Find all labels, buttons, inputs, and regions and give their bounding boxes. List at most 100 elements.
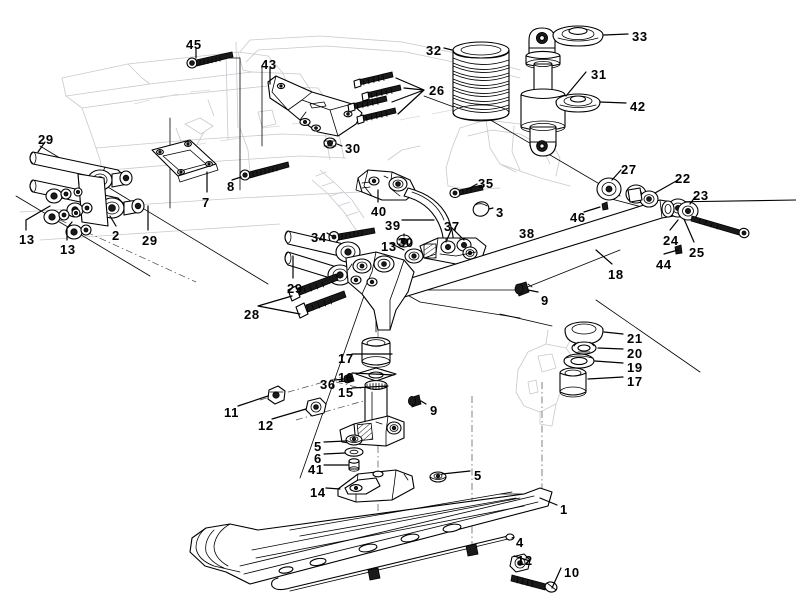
part-12-nut-b — [509, 553, 531, 573]
callout-15: 15 — [338, 385, 354, 400]
callout-9-a: 9 — [541, 293, 549, 308]
part-4-ski-runner-wear-bar — [271, 533, 515, 592]
part-7-frame-plate — [151, 139, 219, 183]
callout-13-c: 13 — [60, 242, 76, 257]
callout-36: 36 — [320, 377, 336, 392]
callout-12-a: 12 — [258, 418, 274, 433]
callout-35: 35 — [478, 176, 494, 191]
callout-9-b: 9 — [430, 403, 438, 418]
callout-17-c: 17 — [627, 374, 643, 389]
callout-10: 10 — [564, 565, 580, 580]
part-44-washer — [674, 244, 683, 255]
part-14-ski-saddle — [337, 469, 415, 503]
callout-39: 39 — [385, 218, 401, 233]
callout-5-a: 5 — [314, 439, 322, 454]
callout-32: 32 — [426, 43, 442, 58]
callout-4: 4 — [516, 535, 524, 550]
callout-28: 28 — [244, 307, 260, 322]
callout-30-b: 30 — [398, 235, 414, 250]
part-17-spindle-bushing-upper — [361, 337, 391, 368]
part-12-nut-a — [305, 397, 327, 417]
part-31-shock-absorber — [520, 27, 566, 157]
callout-12-b: 12 — [517, 553, 533, 568]
callout-44: 44 — [656, 257, 672, 272]
callout-30-a: 30 — [345, 141, 361, 156]
part-40-steering-arm — [355, 169, 417, 201]
callout-13-b: 13 — [19, 232, 35, 247]
part-9-grease-fitting-b — [407, 394, 422, 408]
callout-8: 8 — [227, 179, 235, 194]
callout-17-b: 17 — [338, 351, 354, 366]
part-18-38-radius-rod — [381, 198, 797, 303]
part-9-grease-fitting-a — [514, 281, 533, 297]
callout-31: 31 — [591, 67, 607, 82]
part-10-ski-bolt — [510, 574, 558, 593]
part-11-nut — [267, 385, 286, 405]
callout-37: 37 — [444, 219, 460, 234]
callout-14: 14 — [310, 485, 326, 500]
callout-34: 34 — [311, 230, 327, 245]
part-21-spindle-cap — [564, 321, 604, 345]
part-46-washer — [601, 201, 609, 211]
callout-45: 45 — [186, 37, 202, 52]
callout-24: 24 — [663, 233, 679, 248]
part-17-spindle-bushing-right — [559, 367, 587, 398]
part-1-ski — [189, 487, 553, 585]
callout-2: 2 — [112, 228, 120, 243]
part-26-screw-set — [347, 71, 425, 125]
leader-lines — [25, 33, 696, 589]
part-35-screw — [449, 184, 484, 199]
part-34-bolt — [328, 227, 376, 243]
part-43-shock-mount-bracket — [267, 75, 363, 137]
part-8-screw — [239, 161, 290, 181]
callout-6: 6 — [314, 451, 322, 466]
callout-3: 3 — [496, 205, 504, 220]
callout-1: 1 — [560, 502, 568, 517]
part-45-bolt — [186, 51, 234, 69]
part-33-upper-spring-seat — [552, 25, 604, 47]
part-32-coil-spring — [452, 41, 510, 122]
part-6-washer — [344, 447, 364, 457]
part-22-bushing-set — [625, 184, 659, 208]
callout-20: 20 — [627, 346, 643, 361]
callout-42: 42 — [630, 99, 646, 114]
part-42-lower-spring-seat — [555, 93, 601, 113]
callout-38: 38 — [519, 226, 535, 241]
callout-5-b: 5 — [474, 468, 482, 483]
part-19-thrust-washer — [563, 353, 595, 369]
callout-46: 46 — [570, 210, 586, 225]
part-29-radius-rod-arm-mid-upper — [284, 230, 361, 263]
part-13-bushings-left — [43, 187, 93, 240]
part-3-bushing-cap — [472, 201, 490, 217]
callout-16: 16 — [338, 370, 354, 385]
callout-26: 26 — [429, 83, 445, 98]
part-27-washer — [596, 177, 622, 201]
callout-11: 11 — [224, 405, 239, 420]
callout-21: 21 — [627, 331, 643, 346]
part-13-bushing-mid — [404, 248, 424, 264]
callout-19: 19 — [627, 360, 643, 375]
callout-33: 33 — [632, 29, 648, 44]
callout-29-b: 29 — [142, 233, 158, 248]
part-37-steering-arm-clamp — [419, 237, 487, 265]
spindle-knuckle-assembly — [345, 251, 415, 331]
callout-23: 23 — [693, 188, 709, 203]
callout-41: 41 — [308, 462, 324, 477]
callout-27: 27 — [621, 162, 637, 177]
part-2-radius-rod-bracket — [77, 173, 109, 227]
part-41-spacer — [348, 458, 360, 472]
callout-40: 40 — [371, 204, 387, 219]
part-25-bolt — [690, 215, 750, 239]
callout-22: 22 — [675, 171, 691, 186]
part-36-grease-fitting — [343, 373, 355, 384]
part-5-locknut-a — [345, 434, 363, 446]
callout-7: 7 — [202, 195, 210, 210]
part-30-locknut-a — [323, 137, 337, 149]
callout-29-a: 29 — [38, 132, 54, 147]
callout-13-a: 13 — [381, 239, 397, 254]
callout-25: 25 — [689, 245, 705, 260]
part-20-retaining-ring — [571, 341, 597, 355]
callout-43: 43 — [261, 57, 277, 72]
